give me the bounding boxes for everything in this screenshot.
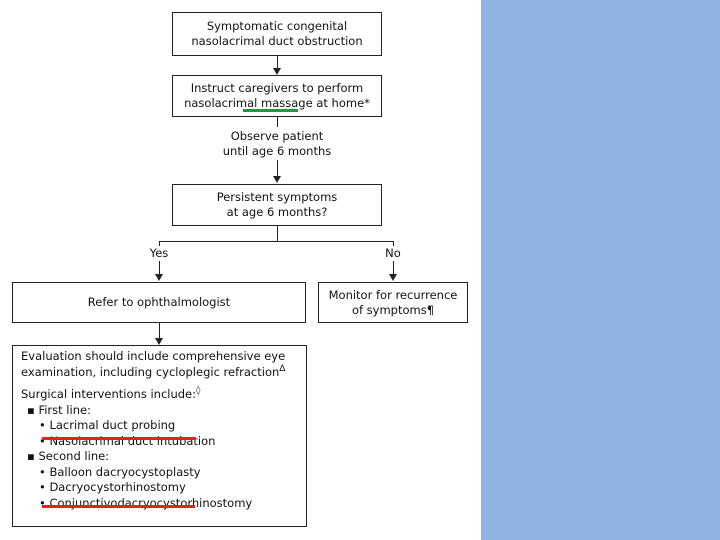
- evaluation-line1: Evaluation should include comprehensive …: [21, 349, 286, 363]
- branch-line: [159, 241, 393, 242]
- red-underline: [42, 505, 195, 508]
- list-item: • Nasolacrimal duct intubation: [39, 433, 216, 448]
- observe-label: Observe patient until age 6 months: [222, 129, 332, 158]
- connector: [277, 56, 278, 68]
- persistent-line1: Persistent symptoms: [216, 190, 338, 204]
- persistent-box: Persistent symptoms at age 6 months?: [172, 184, 382, 226]
- connector: [277, 226, 278, 241]
- arrow-head: [155, 274, 163, 281]
- start-line2: nasolacrimal duct obstruction: [191, 34, 363, 48]
- second-line-heading: ▪ Second line:: [27, 449, 110, 463]
- diamond-mark: ◊: [196, 386, 201, 397]
- instruct-line1: Instruct caregivers to perform: [190, 81, 364, 95]
- instruct-line2: nasolacrimal massage at home*: [184, 96, 370, 110]
- evaluation-box: Evaluation should include comprehensive …: [12, 345, 307, 527]
- connector: [159, 323, 160, 338]
- persistent-line2: at age 6 months?: [226, 205, 328, 219]
- start-box: Symptomatic congenital nasolacrimal duct…: [172, 12, 382, 56]
- monitor-line2: of symptoms¶: [351, 302, 435, 317]
- list-item: • Balloon dacryocystoplasty: [39, 464, 201, 479]
- red-underline: [42, 437, 195, 440]
- arrow-head: [155, 338, 163, 345]
- arrow-head: [273, 176, 281, 183]
- connector: [277, 117, 278, 127]
- surgical-heading: Surgical interventions include:◊: [21, 386, 201, 401]
- list-item: • Conjunctivodacryocystorhinostomy: [39, 495, 253, 510]
- side-panel: [481, 0, 720, 540]
- list-item: • Lacrimal duct probing: [39, 418, 176, 432]
- refer-label: Refer to ophthalmologist: [87, 295, 231, 309]
- delta-mark: Δ: [279, 363, 286, 374]
- green-underline: [243, 109, 298, 112]
- yes-label: Yes: [139, 246, 179, 261]
- no-label: No: [373, 246, 413, 261]
- start-line1: Symptomatic congenital: [206, 19, 348, 33]
- monitor-box: Monitor for recurrence of symptoms¶: [318, 282, 468, 323]
- arrow-head: [389, 274, 397, 281]
- monitor-line1: Monitor for recurrence: [328, 287, 458, 302]
- refer-box: Refer to ophthalmologist: [12, 282, 306, 323]
- connector: [277, 160, 278, 176]
- first-line-heading: ▪ First line:: [27, 402, 91, 417]
- arrow-head: [273, 68, 281, 75]
- list-item: • Dacryocystorhinostomy: [39, 480, 186, 494]
- evaluation-line2: examination, including cycloplegic refra…: [21, 363, 286, 379]
